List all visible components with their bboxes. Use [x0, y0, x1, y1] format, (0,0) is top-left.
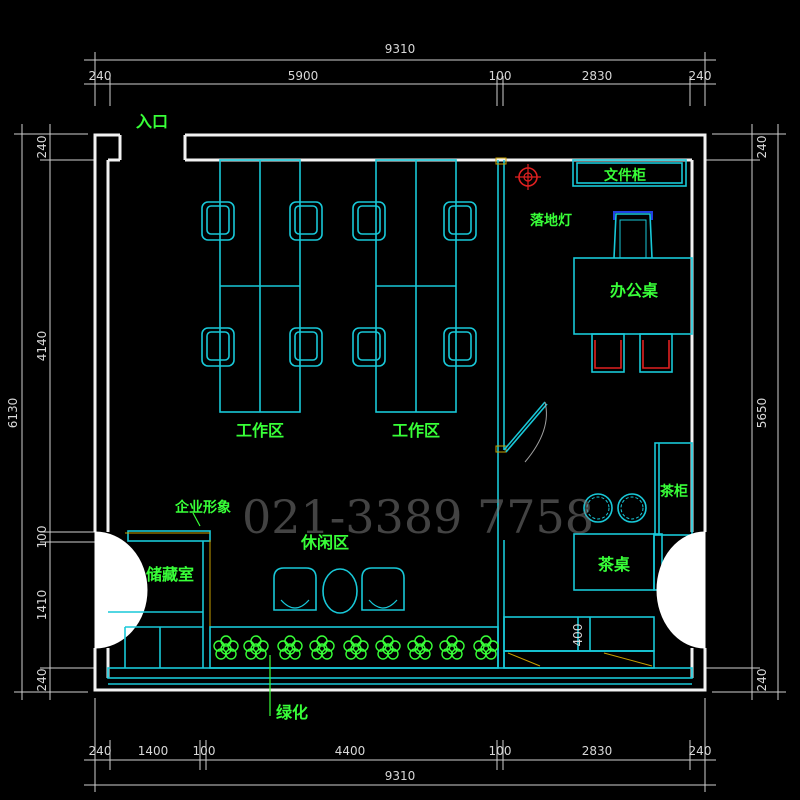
tea-table-label: 茶桌 [597, 555, 630, 574]
top-dim-1: 240 [89, 69, 112, 83]
shrub-icon [343, 635, 369, 660]
plants-row [213, 635, 499, 660]
work-area-2-label: 工作区 [392, 421, 440, 440]
shrub-icon [309, 635, 335, 660]
bottom-dim-3: 100 [193, 744, 216, 758]
round-table-icon [322, 568, 358, 614]
entrance-label: 入口 [136, 112, 168, 131]
tea-cabinet-label: 茶柜 [659, 483, 688, 500]
office-desk [573, 257, 693, 335]
top-total-dim: 9310 [385, 42, 416, 56]
stool-icon [583, 493, 613, 523]
door-swing [503, 401, 548, 463]
armchair-icon [361, 567, 405, 611]
shrub-icon [473, 635, 499, 660]
chair-icon [289, 327, 323, 367]
watermark-phone: 021-3389 7758 [242, 490, 594, 544]
office-desk-label: 办公桌 [610, 281, 658, 300]
top-dim-5: 240 [689, 69, 712, 83]
left-dim-3: 100 [35, 526, 49, 549]
top-dim-2: 5900 [288, 69, 319, 83]
guest-chair-icon [639, 333, 673, 373]
right-column [656, 531, 706, 649]
bottom-dim-2: 1400 [138, 744, 169, 758]
bottom-dim-7: 240 [689, 744, 712, 758]
tea-cabinet [654, 442, 693, 536]
work-area-1-label: 工作区 [236, 421, 284, 440]
workstation-cluster-1 [201, 159, 323, 413]
greenery-label: 绿化 [276, 703, 308, 722]
bottom-dim-5: 100 [489, 744, 512, 758]
left-dimension: 6130 240 4140 100 1410 240 [6, 124, 95, 700]
bottom-dimension: 240 1400 100 4400 100 2830 240 9310 [84, 698, 716, 792]
left-dim-4: 1410 [35, 590, 49, 621]
floor-lamp-label: 落地灯 [530, 212, 572, 229]
chair-icon [443, 201, 477, 241]
left-column [94, 531, 148, 649]
right-dimension: 240 5650 240 [705, 124, 786, 700]
top-dim-4: 2830 [582, 69, 613, 83]
shrub-icon [243, 635, 269, 660]
bottom-dim-1: 240 [89, 744, 112, 758]
bottom-ledges [107, 667, 693, 685]
shrub-icon [375, 635, 401, 660]
guest-chair-icon [591, 333, 625, 373]
bottom-dim-4: 4400 [335, 744, 366, 758]
left-dim-2: 4140 [35, 331, 49, 362]
shrub-icon [439, 635, 465, 660]
floor-lamp-icon [515, 164, 541, 190]
top-dim-3: 100 [489, 69, 512, 83]
file-cabinet [572, 159, 687, 187]
left-total-dim: 6130 [6, 398, 20, 429]
stool-icon [617, 493, 647, 523]
chair-icon [443, 327, 477, 367]
low-cabinet [503, 616, 655, 669]
office-chair-icon [613, 211, 653, 259]
right-dim-2: 240 [755, 669, 769, 692]
chair-icon [352, 201, 386, 241]
chair-icon [201, 327, 235, 367]
glass-partition [495, 157, 507, 668]
right-dim-1: 240 [755, 136, 769, 159]
storage-label: 储藏室 [145, 565, 194, 584]
right-total-dim: 5650 [755, 398, 769, 429]
armchair-icon [273, 567, 317, 611]
shrub-icon [213, 635, 239, 660]
bottom-total-dim: 9310 [385, 769, 416, 783]
left-dim-5: 240 [35, 669, 49, 692]
left-dim-1: 240 [35, 136, 49, 159]
chair-icon [289, 201, 323, 241]
top-dimension: 9310 240 5900 100 2830 240 [84, 42, 716, 106]
lounge-label: 休闲区 [300, 533, 349, 552]
shrub-icon [277, 635, 303, 660]
workstation-cluster-2 [352, 159, 477, 413]
chair-icon [352, 327, 386, 367]
bottom-dim-6: 2830 [582, 744, 613, 758]
chair-icon [201, 201, 235, 241]
cabinet-depth-dim: 400 [571, 624, 585, 647]
file-cabinet-label: 文件柜 [604, 167, 646, 184]
shrub-icon [407, 635, 433, 660]
logo-wall-label: 企业形象 [174, 499, 231, 516]
